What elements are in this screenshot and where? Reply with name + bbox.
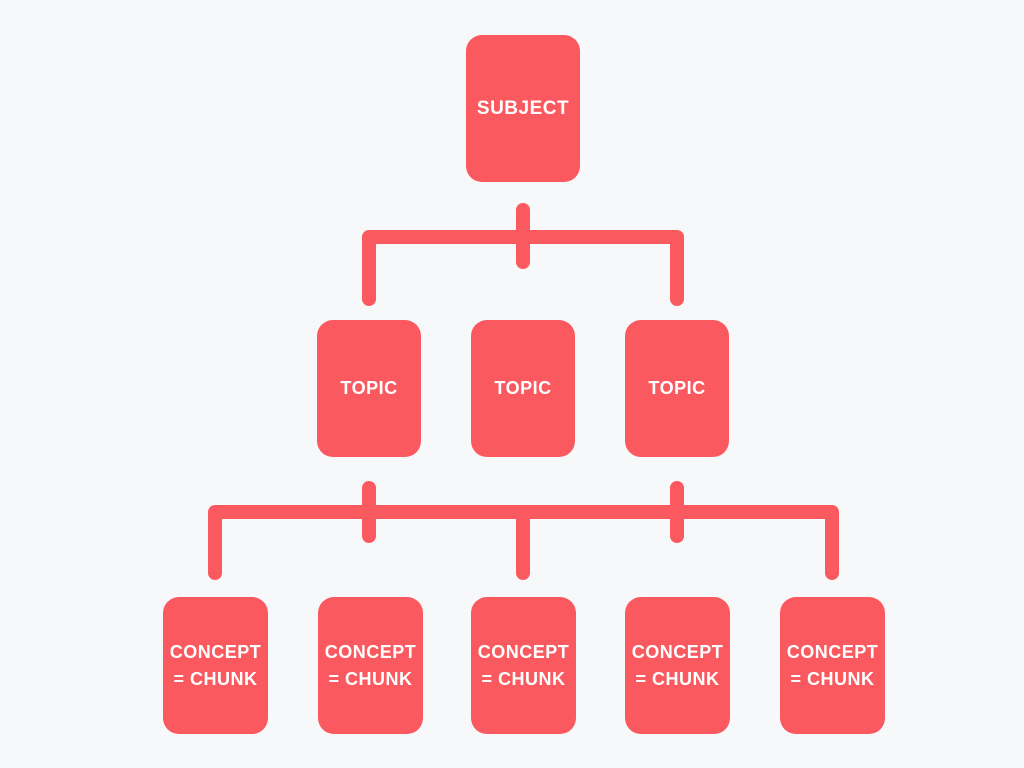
concept-node-label: CONCEPT = CHUNK <box>786 642 879 689</box>
topic-node-label: TOPIC <box>340 378 398 399</box>
concept-node-2: CONCEPT = CHUNK <box>318 597 423 734</box>
connector-topics-to-concepts <box>208 481 839 580</box>
concept-node-label: CONCEPT = CHUNK <box>631 642 724 689</box>
concept-node-label: CONCEPT = CHUNK <box>169 642 262 689</box>
connector-subject-to-topics <box>362 203 684 306</box>
subject-node-label: SUBJECT <box>476 97 570 119</box>
concept-node-1: CONCEPT = CHUNK <box>163 597 268 734</box>
topic-node-label: TOPIC <box>648 378 706 399</box>
concept-node-label: CONCEPT = CHUNK <box>324 642 417 689</box>
concept-node-label: CONCEPT = CHUNK <box>477 642 570 689</box>
topic-node-1: TOPIC <box>317 320 421 457</box>
topic-node-2: TOPIC <box>471 320 575 457</box>
topics-bracket-line <box>362 230 684 306</box>
topic-node-3: TOPIC <box>625 320 729 457</box>
topic-node-label: TOPIC <box>494 378 552 399</box>
concept-node-3: CONCEPT = CHUNK <box>471 597 576 734</box>
concept-node-4: CONCEPT = CHUNK <box>625 597 730 734</box>
concept-node-5: CONCEPT = CHUNK <box>780 597 885 734</box>
subject-node: SUBJECT <box>466 35 580 182</box>
